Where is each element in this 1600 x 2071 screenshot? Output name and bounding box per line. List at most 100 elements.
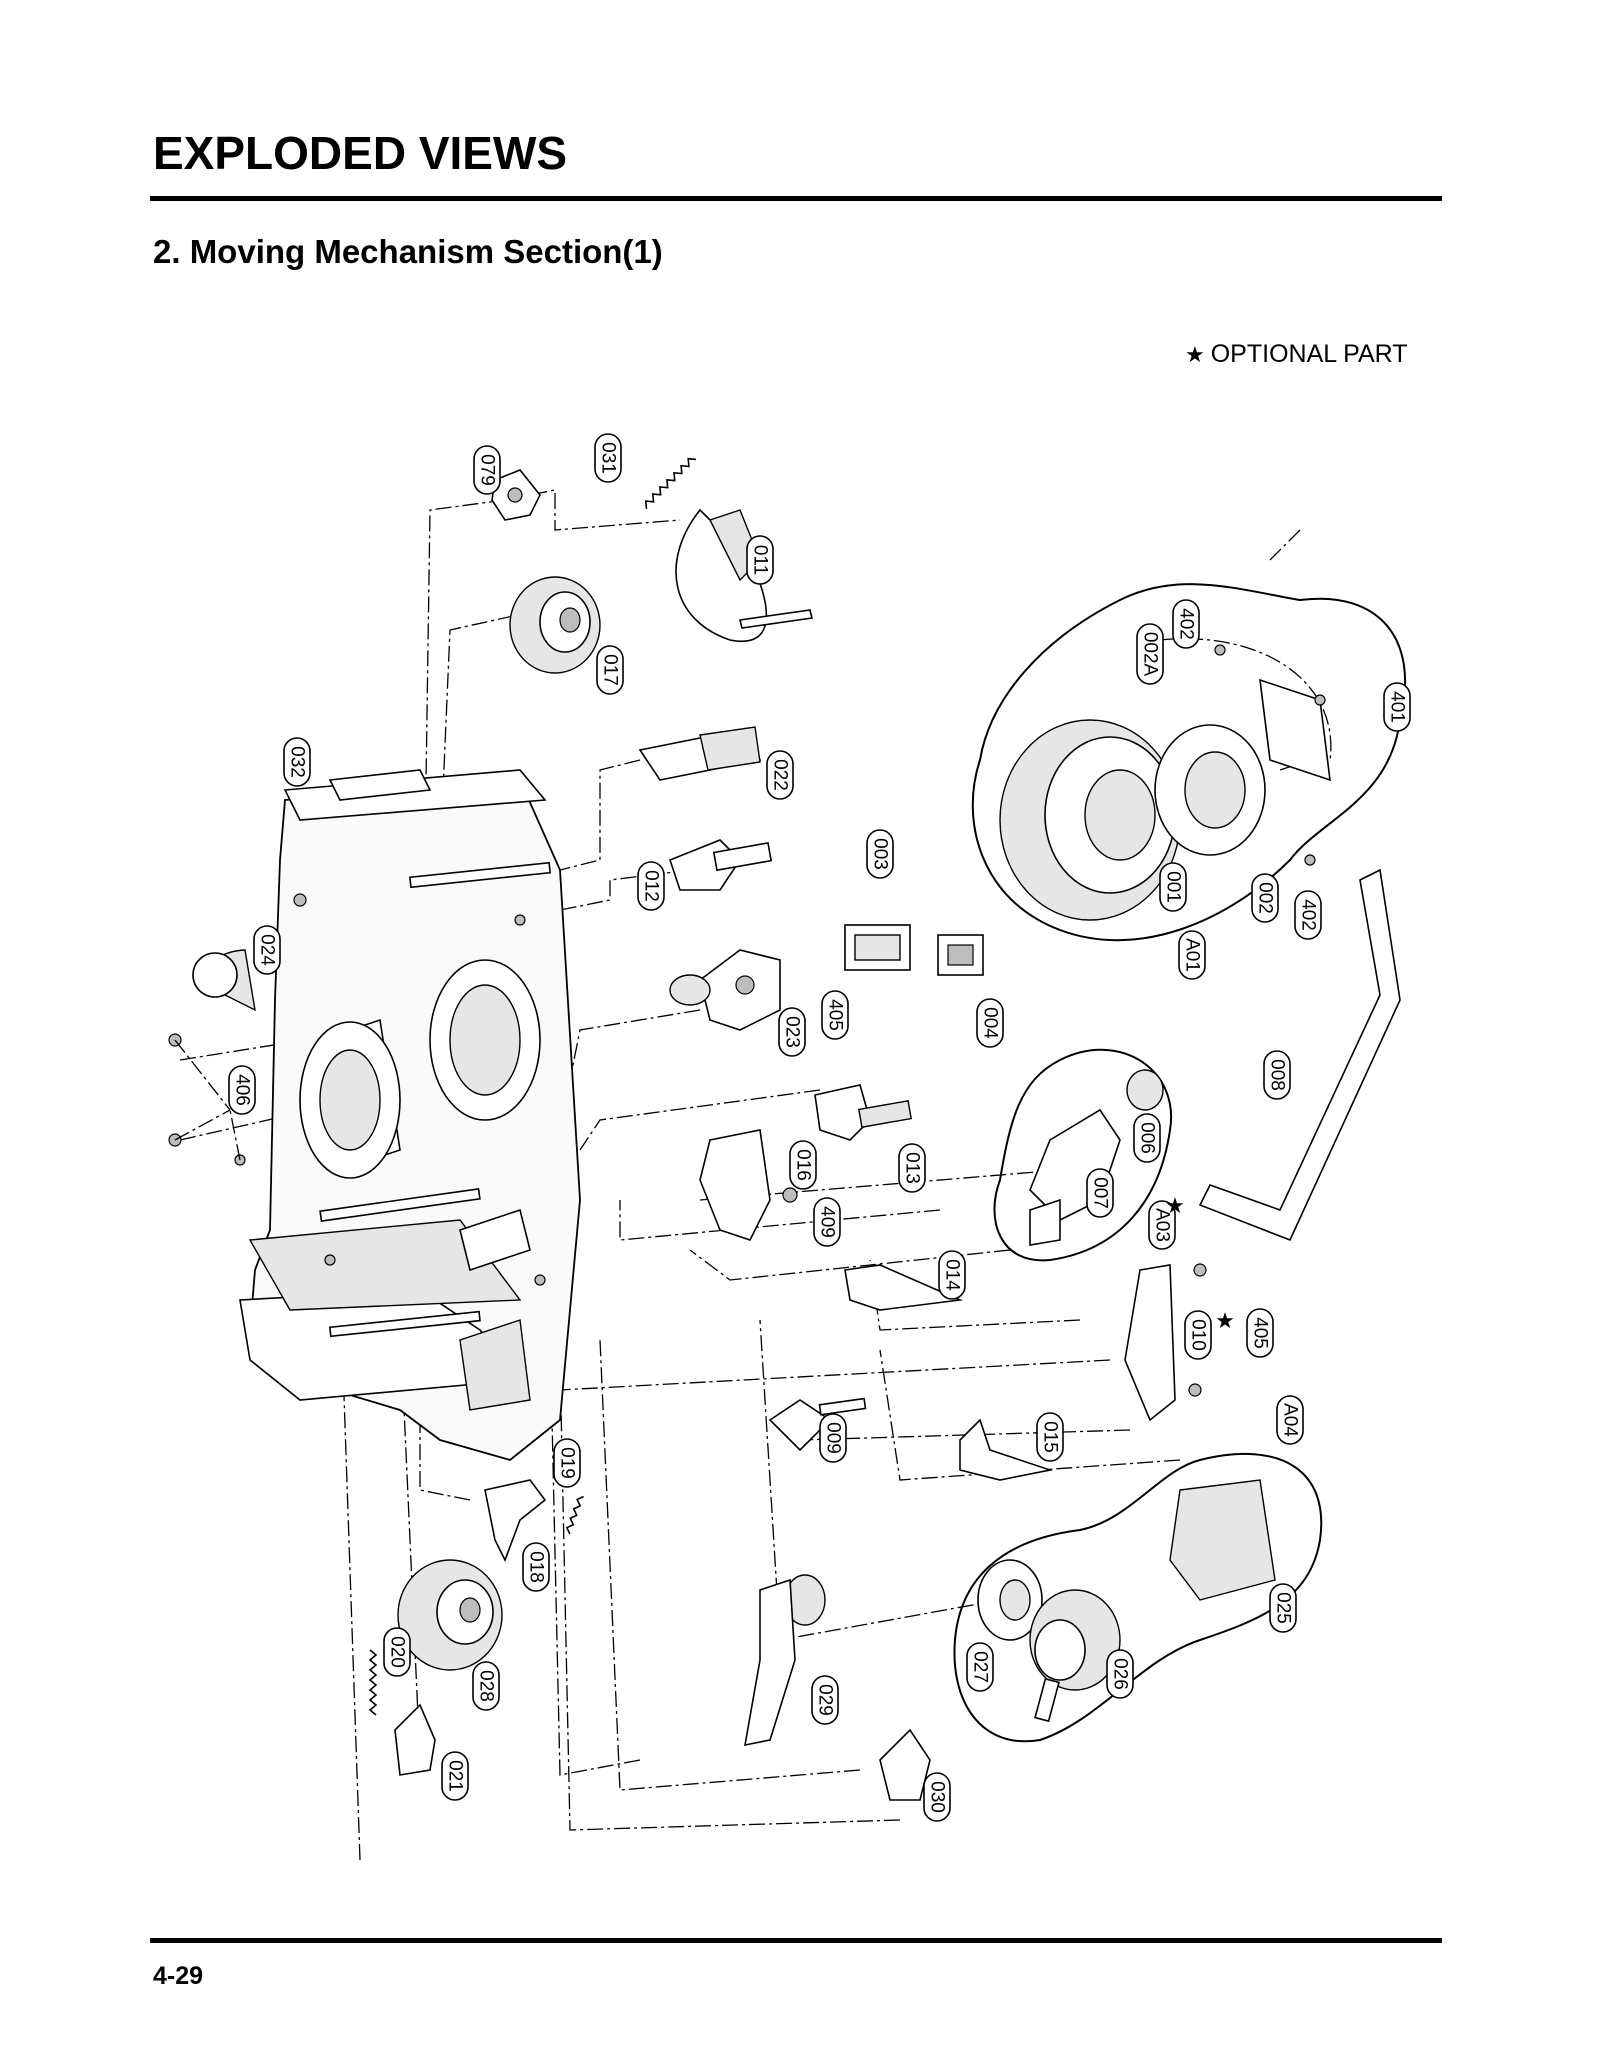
callout-004: 004 [976,998,1004,1048]
callout-018: 018 [522,1542,550,1592]
svg-text:002: 002 [1255,882,1276,914]
callout-409: 409 [813,1197,841,1247]
callout-402-top: 402 [1172,599,1200,649]
svg-text:022: 022 [770,759,791,791]
section-title: 2. Moving Mechanism Section(1) [153,233,663,270]
callout-405-right: 405 [1246,1308,1274,1358]
callout-017: 017 [596,645,624,695]
part-022-lever [638,726,762,781]
svg-text:003: 003 [870,838,891,870]
part-021-arm [394,1703,436,1776]
callout-023: 023 [778,1007,806,1057]
part-017-gear [509,576,601,674]
callout-024: 024 [253,925,281,975]
part-015-lever [959,1418,1054,1481]
page-title: EXPLODED VIEWS [153,127,568,179]
svg-text:013: 013 [902,1152,923,1184]
callout-031: 031 [594,433,622,483]
svg-text:A03: A03 [1152,1208,1173,1242]
svg-text:017: 017 [600,654,621,686]
svg-text:008: 008 [1267,1059,1288,1091]
svg-text:A04: A04 [1280,1403,1301,1437]
part-079-holder [491,469,541,521]
footer-rule [150,1938,1442,1943]
callout-406: 406 [228,1065,256,1115]
part-030-arm [879,1728,931,1801]
callout-016: 016 [789,1140,817,1190]
callout-011: 011 [746,535,774,585]
svg-text:028: 028 [476,1670,497,1702]
svg-text:012: 012 [641,870,662,902]
svg-text:032: 032 [287,746,308,778]
svg-text:025: 025 [1273,1592,1294,1624]
callout-025: 025 [1269,1583,1297,1633]
callout-010: 010 [1184,1310,1212,1360]
callout-013: 013 [898,1143,926,1193]
callout-a01: A01 [1178,930,1206,980]
svg-text:027: 027 [970,1651,991,1683]
svg-text:010: 010 [1188,1319,1209,1351]
callout-014: 014 [938,1250,966,1300]
callout-015: 015 [1036,1412,1064,1462]
part-023-loader [669,949,781,1031]
chassis-frame [239,769,581,1461]
callout-030: 030 [923,1772,951,1822]
optional-part-legend: ★ OPTIONAL PART [1185,340,1408,369]
part-011-band-brake [675,508,813,643]
callout-027: 027 [966,1642,994,1692]
callout-002: 002 [1251,873,1279,923]
svg-text:402: 402 [1176,608,1197,640]
part-024-gear [192,949,256,1012]
svg-text:406: 406 [232,1074,253,1106]
callout-032: 032 [283,737,311,787]
callout-405: 405 [821,990,849,1040]
svg-text:019: 019 [557,1447,578,1479]
callout-401: 401 [1383,682,1411,732]
svg-text:029: 029 [815,1684,836,1716]
svg-text:014: 014 [942,1259,963,1291]
svg-text:007: 007 [1090,1177,1111,1209]
callout-007: 007 [1086,1168,1114,1218]
part-016-bracket [699,1129,798,1241]
callout-labels: 079 031 011 017 032 022 [228,433,1411,1822]
header-rule [150,196,1442,201]
part-018-spring [565,1495,584,1535]
part-020-spring [368,1649,378,1716]
callout-028: 028 [472,1661,500,1711]
callout-002a: 002A [1136,623,1164,685]
svg-text:A01: A01 [1182,938,1203,972]
svg-text:011: 011 [750,545,771,575]
part-009-lever [768,1397,867,1452]
svg-text:018: 018 [526,1551,547,1583]
svg-text:401: 401 [1387,691,1408,723]
callout-a04: A04 [1276,1395,1304,1445]
svg-text:030: 030 [927,1781,948,1813]
callout-006: 006 [1133,1113,1161,1163]
callout-402-bottom: 402 [1294,890,1322,940]
svg-text:004: 004 [980,1007,1001,1039]
part-406-screws [168,1033,246,1166]
svg-text:009: 009 [823,1422,844,1454]
callout-a03: A03 [1148,1200,1176,1250]
svg-text:002A: 002A [1140,632,1161,677]
callout-001: 001 [1159,862,1187,912]
part-029-pinch-roller [744,1574,826,1747]
callout-021: 021 [441,1751,469,1801]
callout-020: 020 [383,1627,411,1677]
part-012-arm [669,839,773,891]
svg-text:015: 015 [1040,1421,1061,1453]
callout-003: 003 [866,829,894,879]
callout-026: 026 [1106,1649,1134,1699]
part-019-lever [484,1479,547,1562]
svg-text:021: 021 [445,1760,466,1792]
callout-012: 012 [637,861,665,911]
callout-022: 022 [766,750,794,800]
star-icon: ★ [1215,1309,1235,1334]
legend-label: OPTIONAL PART [1210,340,1408,368]
svg-text:023: 023 [782,1016,803,1048]
callout-029: 029 [811,1675,839,1725]
callout-019: 019 [553,1438,581,1488]
svg-text:079: 079 [477,454,498,486]
svg-text:409: 409 [817,1206,838,1238]
